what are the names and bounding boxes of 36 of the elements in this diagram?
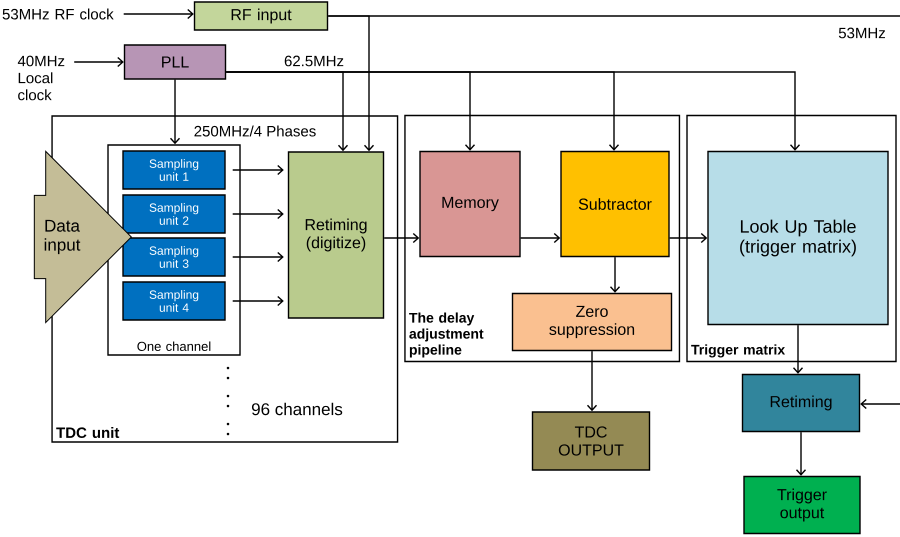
process-box: Retiming (digitize) — [288, 151, 384, 319]
process-box: Look Up Table (trigger matrix) — [707, 150, 889, 326]
process-box: PLL — [124, 44, 226, 80]
process-box: Trigger output — [743, 476, 861, 534]
process-box: Sampling unit 3 — [122, 237, 226, 277]
arrow — [74, 56, 124, 68]
arrow — [232, 164, 284, 176]
frequency-label: 53MHz — [837, 26, 887, 40]
arrow — [610, 257, 620, 293]
input-label: 40MHz Local clock — [18, 56, 64, 100]
frequency-label: 62.5MHz — [283, 54, 346, 68]
arrow — [170, 80, 180, 144]
arrow — [226, 71, 800, 151]
process-box: Zero suppression — [512, 292, 672, 352]
process-box: TDC OUTPUT — [532, 411, 650, 471]
process-box: Sampling unit 2 — [122, 194, 226, 234]
arrow — [232, 208, 284, 220]
process-box: Memory — [419, 150, 521, 258]
input-label: 53MHz RF clock — [2, 8, 114, 20]
arrow — [384, 232, 420, 244]
arrow — [124, 8, 194, 20]
arrow — [796, 432, 806, 476]
process-box: Sampling unit 4 — [122, 281, 226, 321]
process-box: Sampling unit 1 — [122, 150, 226, 190]
channel-count-label: 96 channels — [250, 402, 344, 416]
arrow — [232, 296, 284, 306]
process-box: RF input — [194, 1, 328, 31]
arrow — [792, 325, 804, 374]
arrow — [670, 232, 708, 244]
arrow — [860, 398, 900, 410]
process-box: Subtractor — [560, 150, 670, 258]
arrow — [232, 252, 284, 262]
process-box: Retiming — [742, 374, 860, 432]
arrow — [520, 232, 560, 244]
frequency-label: 250MHz/4 Phases — [192, 124, 318, 138]
arrow — [586, 351, 598, 412]
